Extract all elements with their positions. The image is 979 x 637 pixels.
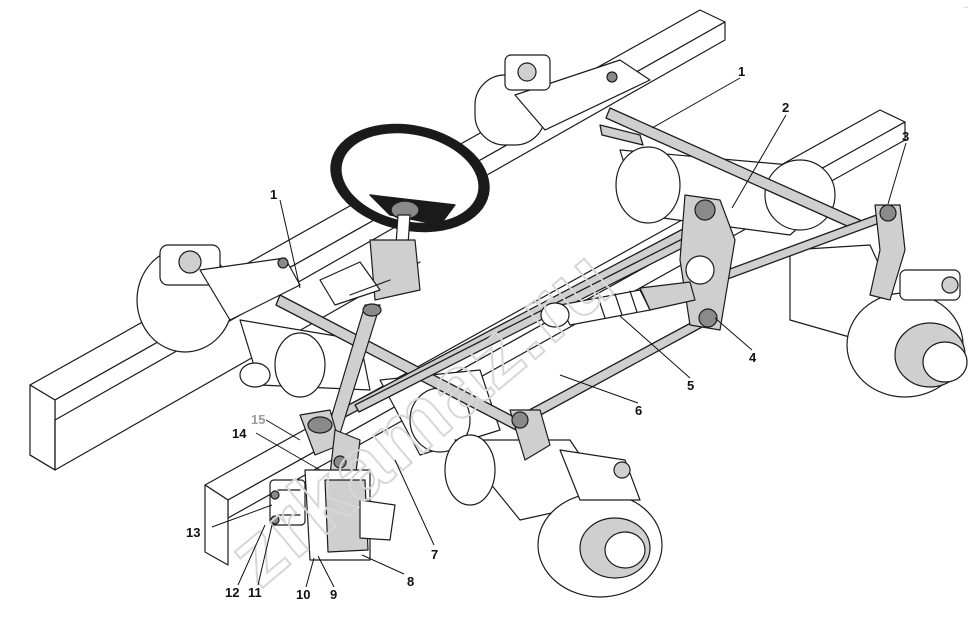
steering-arm-lower — [509, 409, 551, 461]
steering-arm-right — [869, 204, 906, 301]
leader-lines — [211, 77, 907, 588]
rear-axle-upper — [474, 54, 836, 236]
callout-12: 12 — [225, 585, 239, 600]
callout-5: 5 — [687, 378, 694, 393]
power-cylinder — [540, 281, 696, 328]
callout-9: 9 — [330, 587, 337, 602]
callout-3: 3 — [902, 129, 909, 144]
callout-4: 4 — [749, 350, 757, 365]
callout-14: 14 — [232, 426, 247, 441]
callout-15: 15 — [251, 412, 265, 427]
callout-11: 11 — [248, 585, 262, 600]
callout-7: 7 — [431, 547, 438, 562]
steering-column — [319, 214, 421, 441]
callout-8: 8 — [407, 574, 414, 589]
front-axle-left — [136, 244, 371, 398]
callout-10: 10 — [296, 587, 310, 602]
callout-1-left: 1 — [270, 187, 277, 202]
callouts: 1 1 2 3 4 5 6 7 8 9 10 11 12 13 14 15 — [186, 64, 909, 602]
drag-links — [275, 107, 894, 431]
corner-mark: − — [963, 2, 968, 12]
callout-13: 13 — [186, 525, 200, 540]
right-wheel-hub — [789, 244, 968, 398]
callout-2: 2 — [782, 100, 789, 115]
callout-6: 6 — [635, 403, 642, 418]
front-axle-lower — [379, 369, 663, 598]
steering-gear — [269, 409, 396, 561]
callout-1-upper: 1 — [738, 64, 745, 79]
